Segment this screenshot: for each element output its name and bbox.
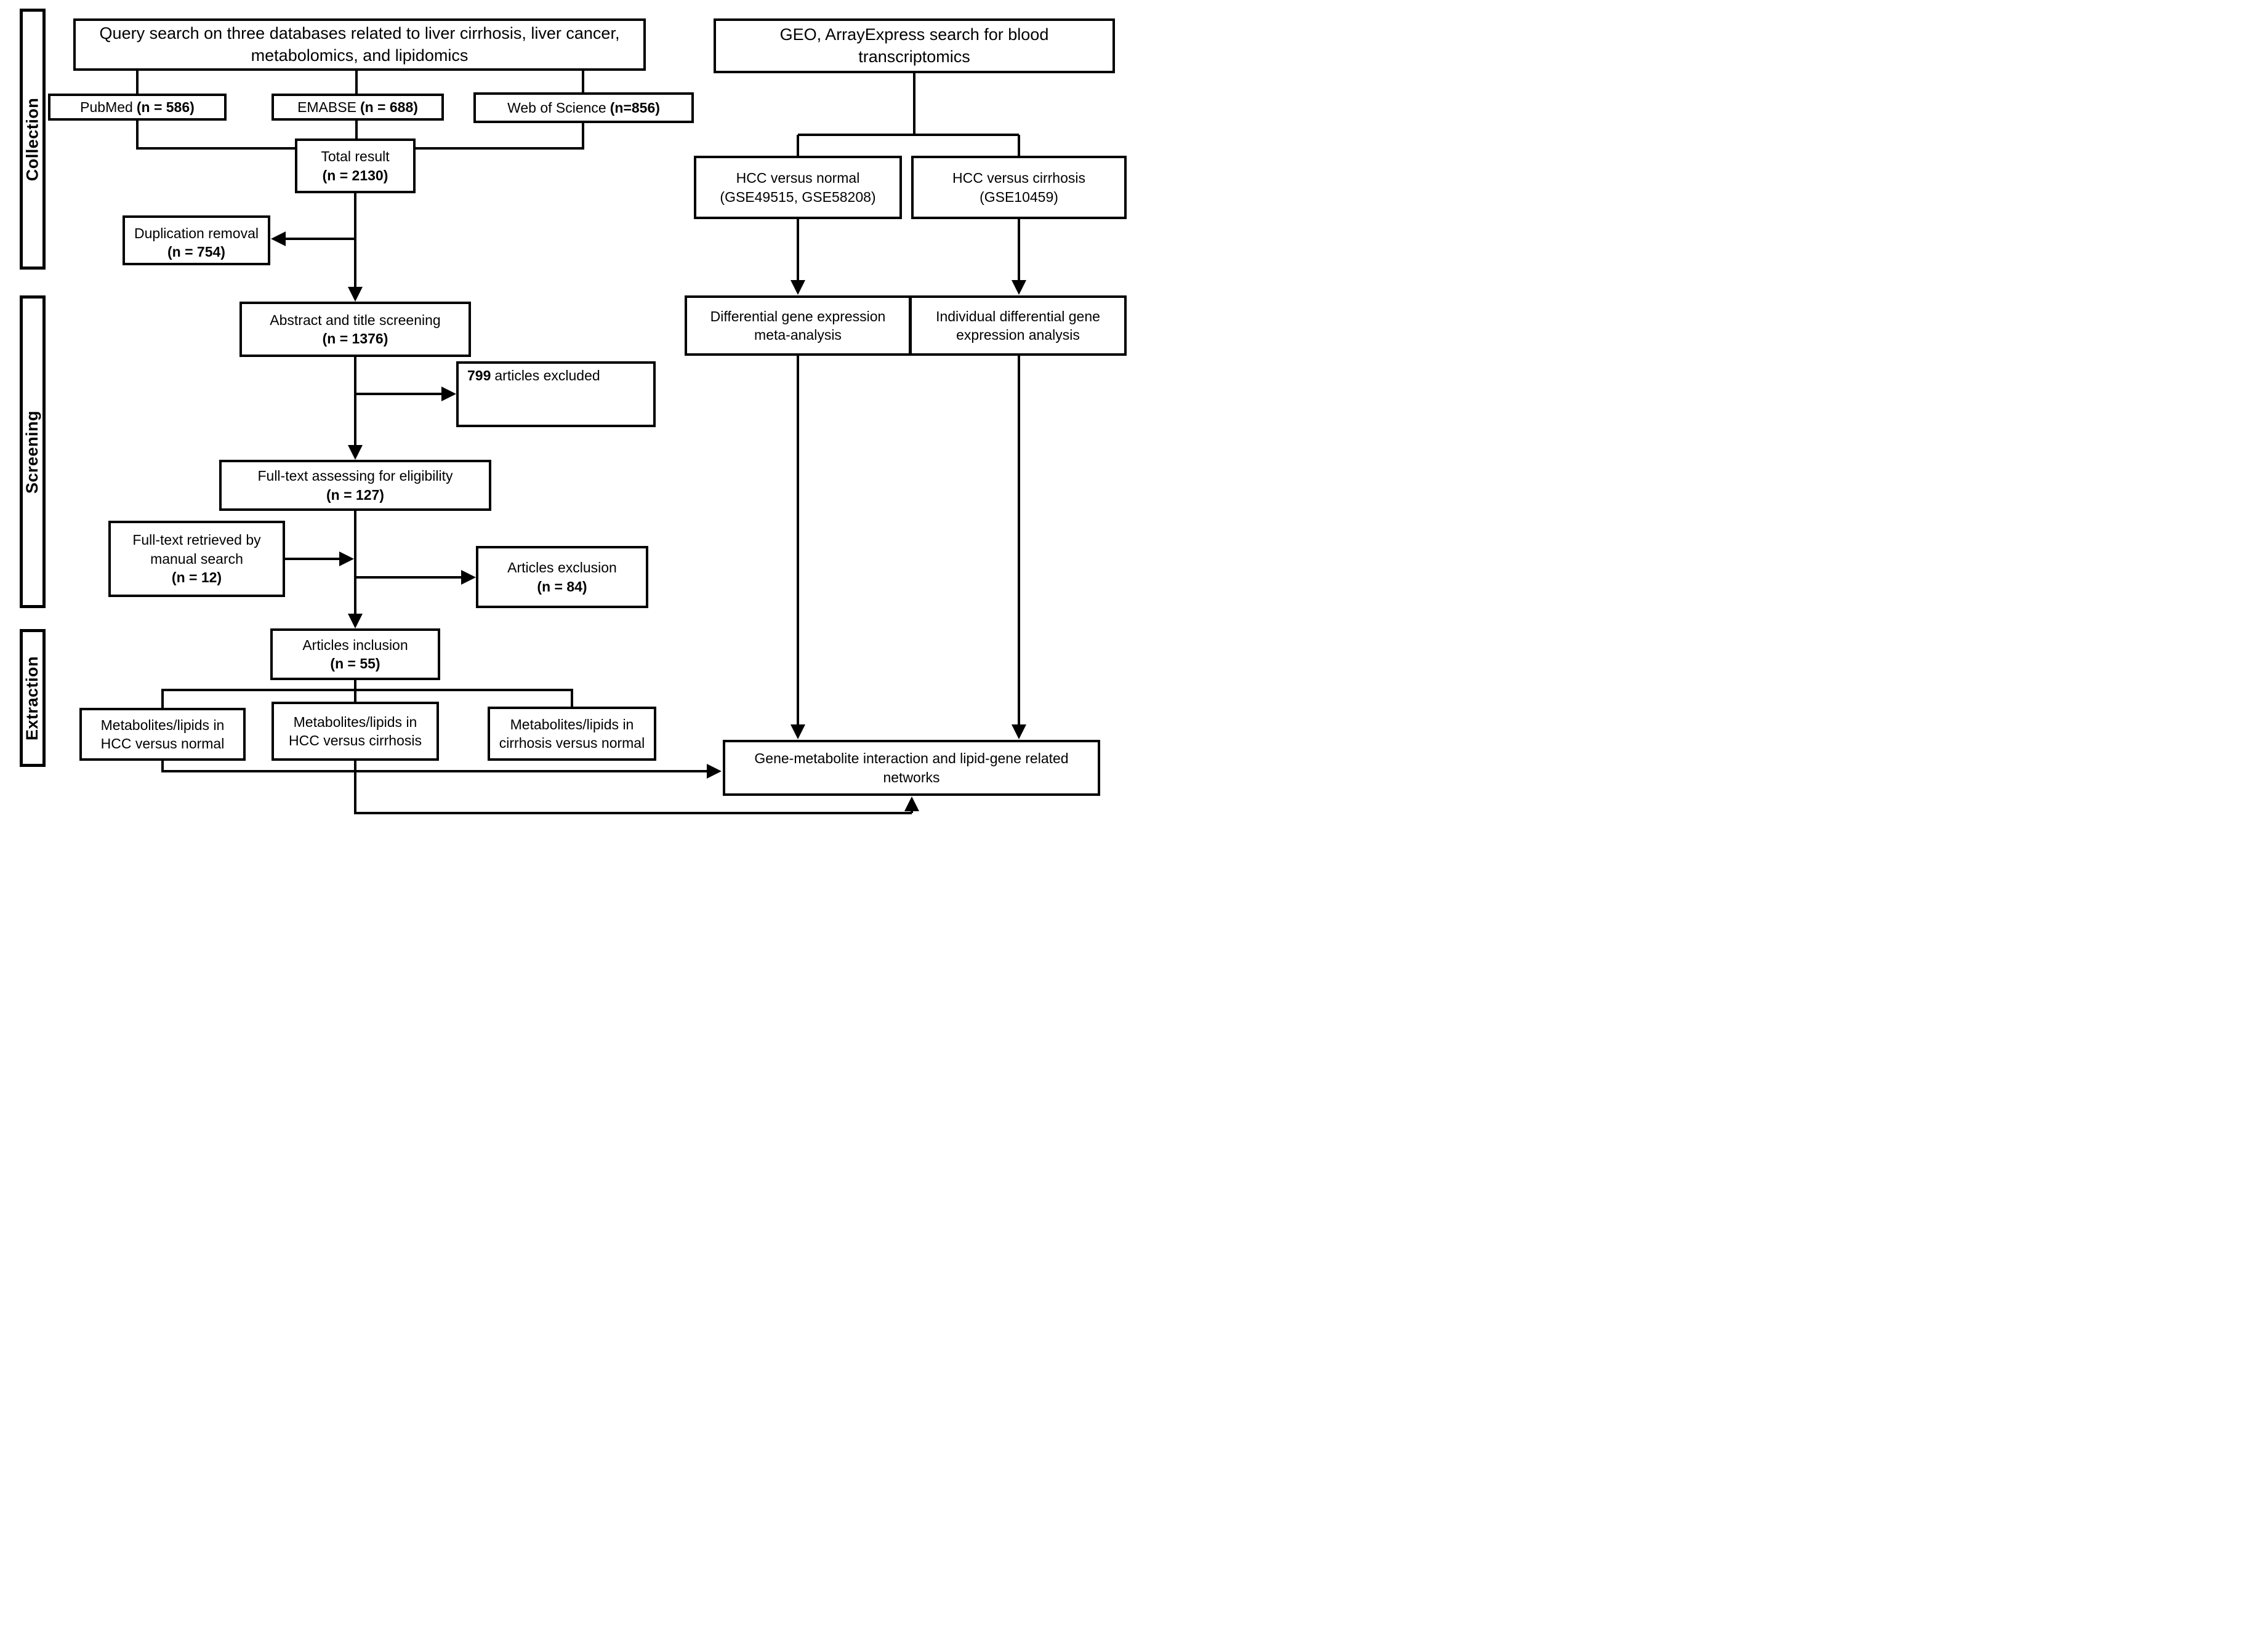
box-total-result: Total result (n = 2130) xyxy=(295,138,416,193)
box-total-result-text: Total result xyxy=(321,148,390,165)
box-total-result-count: (n = 2130) xyxy=(322,167,388,183)
phase-bar-screening: Screening xyxy=(20,295,46,608)
box-embase: EMABSE (n = 688) xyxy=(272,94,444,121)
box-duplication-removal-text: Duplication removal xyxy=(134,225,259,241)
phase-bar-extraction: Extraction xyxy=(20,629,46,767)
prisma-flow-diagram: Collection Screening Extraction Query se… xyxy=(0,0,1128,826)
box-articles-inclusion-text: Articles inclusion xyxy=(302,636,408,653)
box-group-cirrhosis-vs-normal-text: Metabolites/lipids in cirrhosis versus n… xyxy=(499,716,645,751)
box-gene-metabolite-network-text: Gene-metabolite interaction and lipid-ge… xyxy=(754,750,1069,785)
box-geo-arrayexpress: GEO, ArrayExpress search for blood trans… xyxy=(714,18,1115,73)
box-hcc-vs-normal-datasets: HCC versus normal (GSE49515, GSE58208) xyxy=(694,156,902,219)
box-embase-name: EMABSE xyxy=(297,98,356,115)
box-articles-inclusion: Articles inclusion (n = 55) xyxy=(270,628,440,680)
phase-bar-collection: Collection xyxy=(20,9,46,270)
box-dge-meta-analysis-text: Differential gene expression meta-analys… xyxy=(710,308,886,343)
box-articles-excluded-text: articles excluded xyxy=(494,367,600,383)
phase-label-extraction: Extraction xyxy=(23,656,42,740)
box-fulltext-eligibility: Full-text assessing for eligibility (n =… xyxy=(219,460,491,511)
box-duplication-removal-count: (n = 754) xyxy=(167,244,225,260)
box-query-search-text: Query search on three databases related … xyxy=(99,23,620,65)
box-gene-metabolite-network: Gene-metabolite interaction and lipid-ge… xyxy=(723,740,1100,796)
box-hcc-vs-cirrhosis-line1: HCC versus cirrhosis xyxy=(952,170,1085,186)
box-hcc-vs-normal-line2: (GSE49515, GSE58208) xyxy=(720,188,876,205)
box-web-of-science: Web of Science (n=856) xyxy=(473,92,694,123)
box-manual-search-count: (n = 12) xyxy=(171,569,222,586)
box-hcc-vs-cirrhosis-line2: (GSE10459) xyxy=(980,188,1058,205)
box-abstract-title-screening-text: Abstract and title screening xyxy=(270,311,441,328)
box-duplication-removal: Duplication removal (n = 754) xyxy=(123,215,270,265)
box-web-of-science-count: (n=856) xyxy=(610,99,660,116)
box-abstract-title-screening: Abstract and title screening (n = 1376) xyxy=(239,302,471,357)
box-group-cirrhosis-vs-normal: Metabolites/lipids in cirrhosis versus n… xyxy=(488,707,656,761)
box-fulltext-eligibility-text: Full-text assessing for eligibility xyxy=(257,468,453,484)
box-manual-search-text: Full-text retrieved by manual search xyxy=(132,532,261,567)
box-group-hcc-vs-cirrhosis-text: Metabolites/lipids in HCC versus cirrhos… xyxy=(289,713,422,748)
box-articles-exclusion: Articles exclusion (n = 84) xyxy=(476,546,648,608)
box-individual-dge-analysis-text: Individual differential gene expression … xyxy=(936,308,1100,343)
box-articles-inclusion-count: (n = 55) xyxy=(330,656,380,672)
box-pubmed-name: PubMed xyxy=(80,98,133,115)
box-articles-excluded: 799 articles excluded xyxy=(456,361,656,427)
box-abstract-title-screening-count: (n = 1376) xyxy=(322,331,388,347)
box-web-of-science-name: Web of Science xyxy=(507,99,606,116)
box-articles-exclusion-count: (n = 84) xyxy=(537,578,587,595)
box-group-hcc-vs-normal-text: Metabolites/lipids in HCC versus normal xyxy=(100,716,225,752)
box-pubmed: PubMed (n = 586) xyxy=(48,94,227,121)
box-query-search: Query search on three databases related … xyxy=(73,18,646,71)
box-group-hcc-vs-normal: Metabolites/lipids in HCC versus normal xyxy=(79,708,246,761)
box-geo-arrayexpress-text: GEO, ArrayExpress search for blood trans… xyxy=(779,25,1049,66)
box-articles-exclusion-text: Articles exclusion xyxy=(507,559,617,576)
box-dge-meta-analysis: Differential gene expression meta-analys… xyxy=(685,295,911,356)
phase-label-screening: Screening xyxy=(23,410,42,494)
box-hcc-vs-cirrhosis-dataset: HCC versus cirrhosis (GSE10459) xyxy=(911,156,1127,219)
box-articles-excluded-count: 799 xyxy=(467,367,491,383)
phase-label-collection: Collection xyxy=(23,97,42,181)
box-embase-count: (n = 688) xyxy=(360,98,418,115)
box-pubmed-count: (n = 586) xyxy=(136,98,195,115)
box-individual-dge-analysis: Individual differential gene expression … xyxy=(909,295,1127,356)
box-hcc-vs-normal-line1: HCC versus normal xyxy=(736,170,860,186)
flow-connectors xyxy=(136,71,1026,814)
box-group-hcc-vs-cirrhosis: Metabolites/lipids in HCC versus cirrhos… xyxy=(272,702,439,761)
box-fulltext-eligibility-count: (n = 127) xyxy=(326,486,384,503)
box-manual-search: Full-text retrieved by manual search (n … xyxy=(108,521,285,597)
